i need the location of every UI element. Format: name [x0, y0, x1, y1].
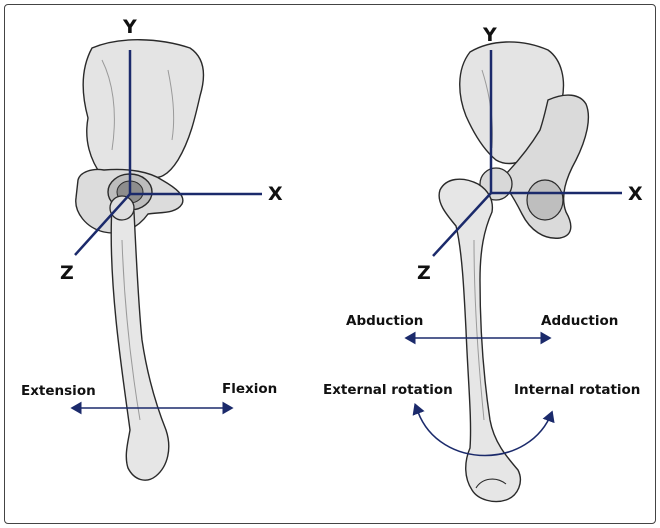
internal-rotation-label: Internal rotation	[514, 382, 640, 398]
external-rotation-label: External rotation	[323, 382, 453, 398]
right-x-axis-label: X	[628, 183, 643, 205]
adduction-label: Adduction	[541, 313, 618, 329]
left-hip-bone-illustration	[76, 40, 204, 480]
left-femur	[111, 206, 169, 480]
left-ilium	[83, 40, 203, 178]
right-femur	[439, 179, 520, 501]
extension-label: Extension	[21, 383, 96, 399]
left-z-axis-label: Z	[60, 262, 74, 284]
right-hip-bone-illustration	[439, 42, 588, 502]
right-y-axis-label: Y	[483, 24, 497, 46]
right-z-axis-label: Z	[417, 262, 431, 284]
left-y-axis-label: Y	[123, 16, 137, 38]
left-x-axis-label: X	[268, 183, 283, 205]
flexion-label: Flexion	[222, 381, 277, 397]
abduction-label: Abduction	[346, 313, 423, 329]
